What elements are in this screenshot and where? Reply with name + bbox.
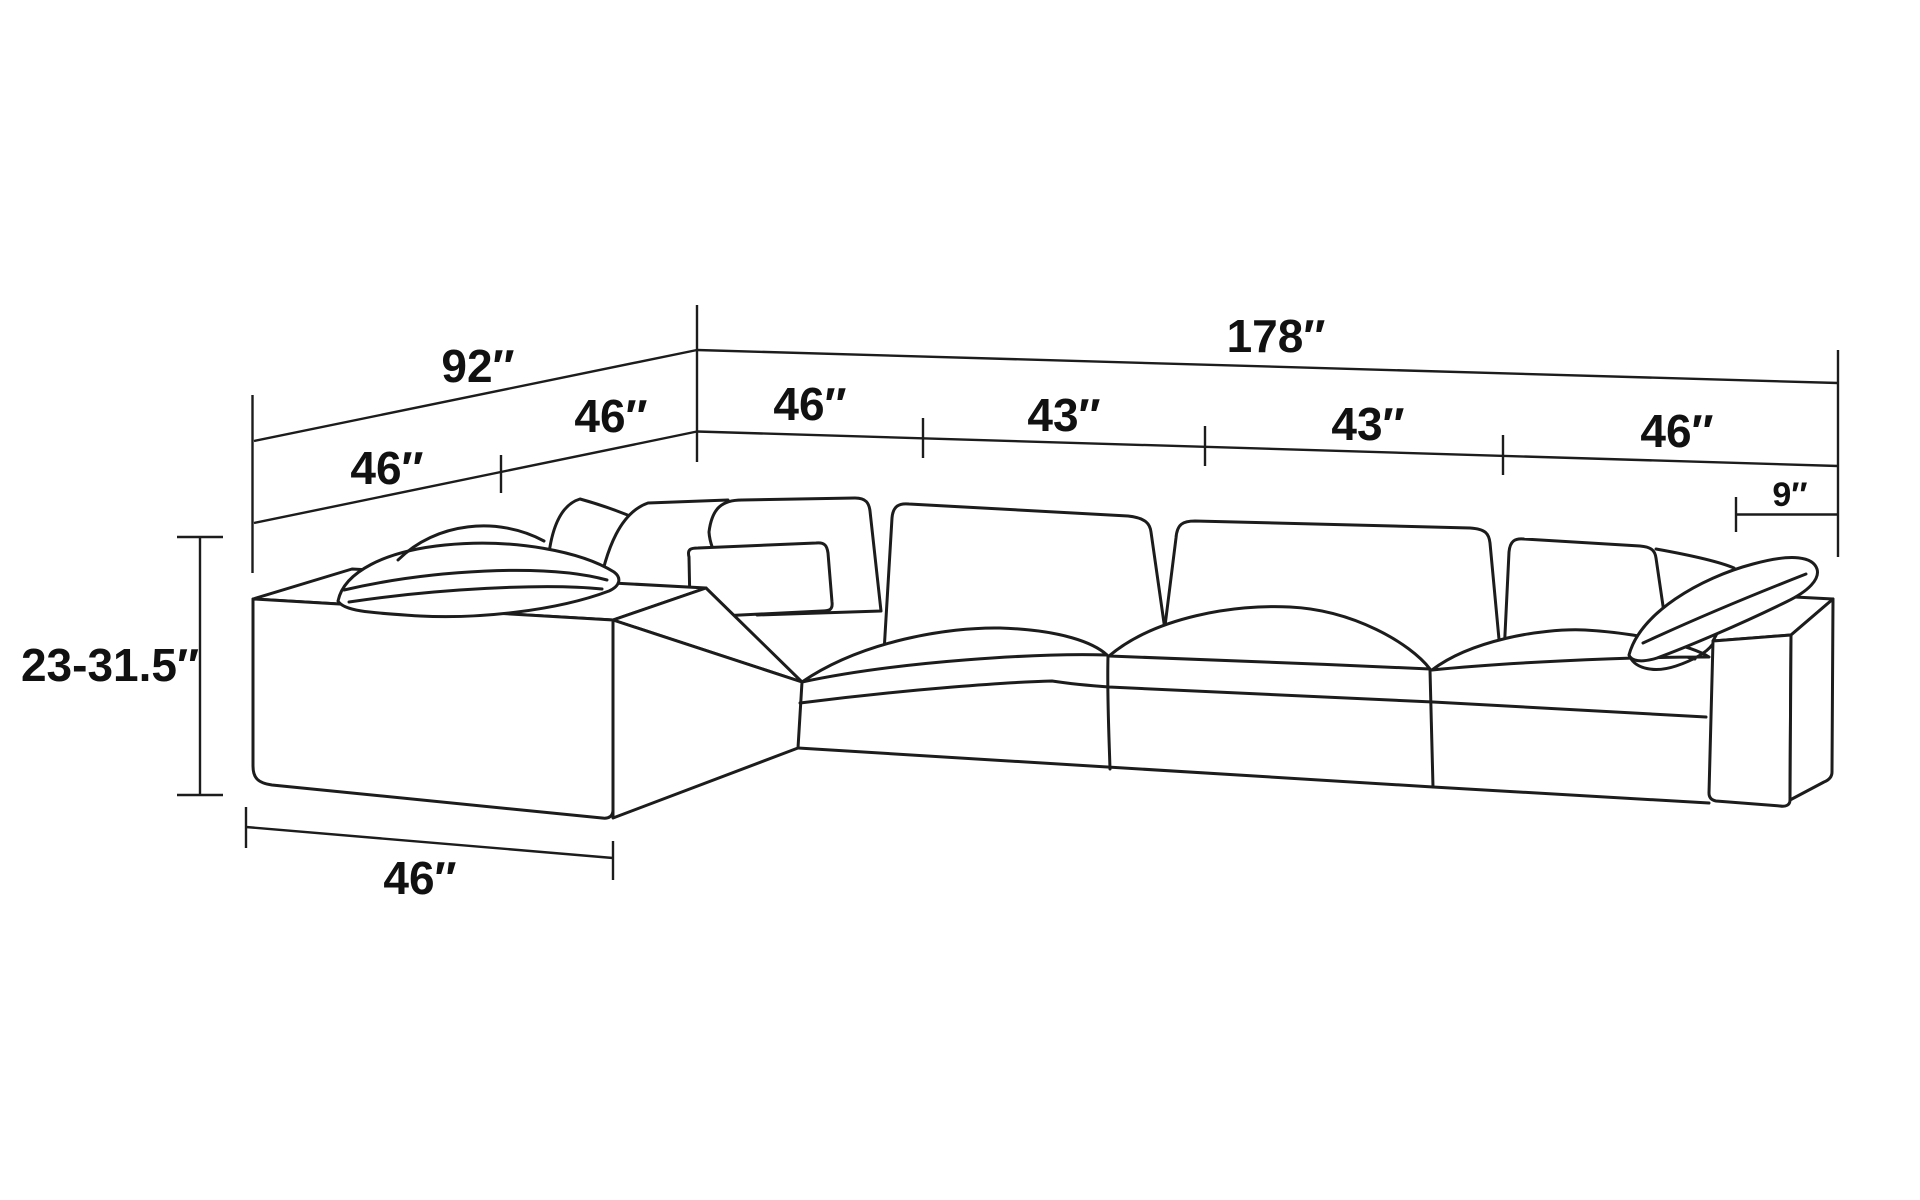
dim-label-left-total: 92″ [441,340,514,392]
dim-line-right-total [696,348,1839,385]
seat-seam-1 [1106,654,1112,771]
dim-line-left-total [253,348,698,443]
dim-label-left-seg-2: 46″ [574,390,647,442]
arm-front-face [1707,633,1793,808]
bolster-ridge [396,524,546,562]
dim-label-chaise: 46″ [383,852,456,904]
arm-right-face [1788,597,1835,802]
corner-front-face [611,618,804,820]
back-cushion-2 [1160,519,1502,652]
dimension-annotations: 92″ 46″ 46″ 178″ 46″ 43″ 43″ 46″ 9″ 23-3… [21,305,1840,904]
dim-line-chaise [245,825,614,860]
dim-label-arm: 9″ [1772,476,1807,514]
arm-pillow-lobe [1628,643,1714,671]
arm-pillow-fold [1641,572,1808,645]
dim-label-left-seg-1: 46″ [350,442,423,494]
sofa-line-art [251,496,1835,820]
dim-line-left-segments [253,430,698,525]
dim-label-height: 23-31.5″ [21,639,199,691]
back-rail-edge [1654,547,1736,570]
seat-cushion-2 [1107,605,1432,671]
dim-label-right-total: 178″ [1227,310,1326,362]
dim-label-right-seg-4: 46″ [1640,405,1713,457]
bolster-fold-2 [347,585,604,604]
chaise-front-face [251,597,615,820]
back-cushion-3-fill [1504,538,1669,657]
base-line [796,746,1711,805]
seat-seam-2 [1428,668,1435,789]
front-rail-seam [798,679,1708,719]
back-cushion-1 [882,502,1167,654]
back-cushion-1-fill [884,503,1165,652]
seat-cushion-1 [800,626,1109,684]
dim-label-right-seg-3: 43″ [1331,398,1404,450]
dim-label-right-seg-2: 43″ [1027,389,1100,441]
dim-label-right-seg-1: 46″ [773,378,846,430]
dim-line-right-segments [696,430,1839,468]
bolster-fold-1 [342,568,609,592]
bolster-pillow [336,541,621,619]
